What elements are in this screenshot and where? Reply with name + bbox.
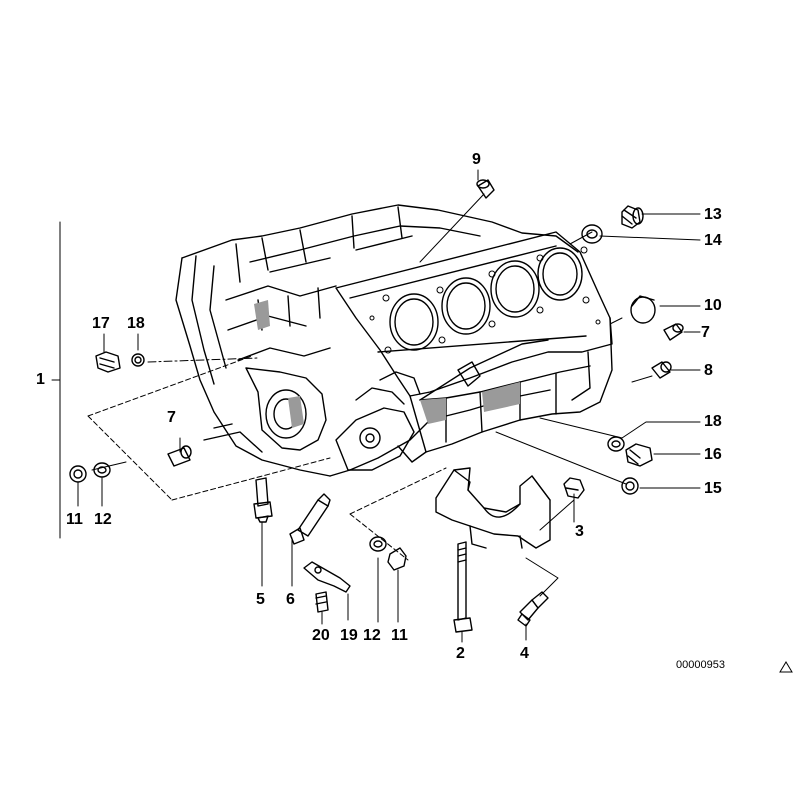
- callout-4: 4: [520, 645, 529, 662]
- part-20-bolt: [315, 591, 329, 613]
- callout-10: 10: [704, 297, 722, 314]
- callout-7-right: 7: [701, 324, 710, 341]
- callout-13: 13: [704, 206, 722, 223]
- part-7-dowel-sleeve-left: [167, 445, 192, 467]
- triangle-outline-icon: [779, 661, 793, 673]
- callout-3: 3: [575, 523, 584, 540]
- document-id: 00000953: [676, 659, 725, 671]
- leader-lines: [51, 169, 701, 643]
- callout-12-bottom: 12: [363, 627, 381, 644]
- part-2-bolt: [453, 541, 473, 633]
- part-18-sealing-ring-left: [131, 353, 145, 367]
- part-12-sealing-ring-left: [93, 462, 111, 478]
- part-7-dowel-sleeve-right: [663, 323, 684, 341]
- engine-block: [175, 204, 579, 477]
- callout-18-right: 18: [704, 413, 722, 430]
- callout-12-left: 12: [94, 511, 112, 528]
- part-16-screw-plug: [625, 443, 653, 467]
- part-18-sealing-ring-right: [607, 436, 625, 452]
- part-10-expansion-plug: [630, 295, 656, 324]
- callout-11-bottom: 11: [391, 627, 408, 644]
- part-19-bracket: [303, 561, 351, 593]
- callout-6: 6: [286, 591, 295, 608]
- callout-16: 16: [704, 446, 722, 463]
- callout-7-left: 7: [167, 409, 176, 426]
- part-17-screw-plug: [95, 351, 121, 373]
- part-12-sealing-ring: [369, 536, 387, 552]
- block-shading: [254, 300, 520, 428]
- callout-1: 1: [36, 371, 45, 388]
- cylinder-deck: [335, 231, 613, 397]
- part-8-sleeve: [651, 361, 672, 379]
- part-13-screw-plug: [621, 205, 644, 229]
- callout-18-left: 18: [127, 315, 145, 332]
- part-4-bolt: [517, 591, 549, 627]
- callout-9: 9: [472, 151, 481, 168]
- part-15-plug: [621, 477, 639, 495]
- callout-17: 17: [92, 315, 110, 332]
- callout-11-left: 11: [66, 511, 83, 528]
- callout-15: 15: [704, 480, 722, 497]
- part-6-sensor: [289, 493, 331, 545]
- callout-2: 2: [456, 645, 465, 662]
- callout-19: 19: [340, 627, 358, 644]
- callout-8: 8: [704, 362, 713, 379]
- part-11-plug: [387, 547, 407, 571]
- part-11-plug-left: [69, 465, 87, 483]
- part-14-sealing-ring: [581, 224, 603, 244]
- part-3-screw-plug: [563, 477, 585, 499]
- part-9-dowel-sleeve: [476, 179, 495, 199]
- part-main-bearing-cap: [435, 467, 551, 549]
- callout-14: 14: [704, 232, 722, 249]
- part-5-knock-sensor: [253, 477, 273, 523]
- callout-5: 5: [256, 591, 265, 608]
- callout-20: 20: [312, 627, 330, 644]
